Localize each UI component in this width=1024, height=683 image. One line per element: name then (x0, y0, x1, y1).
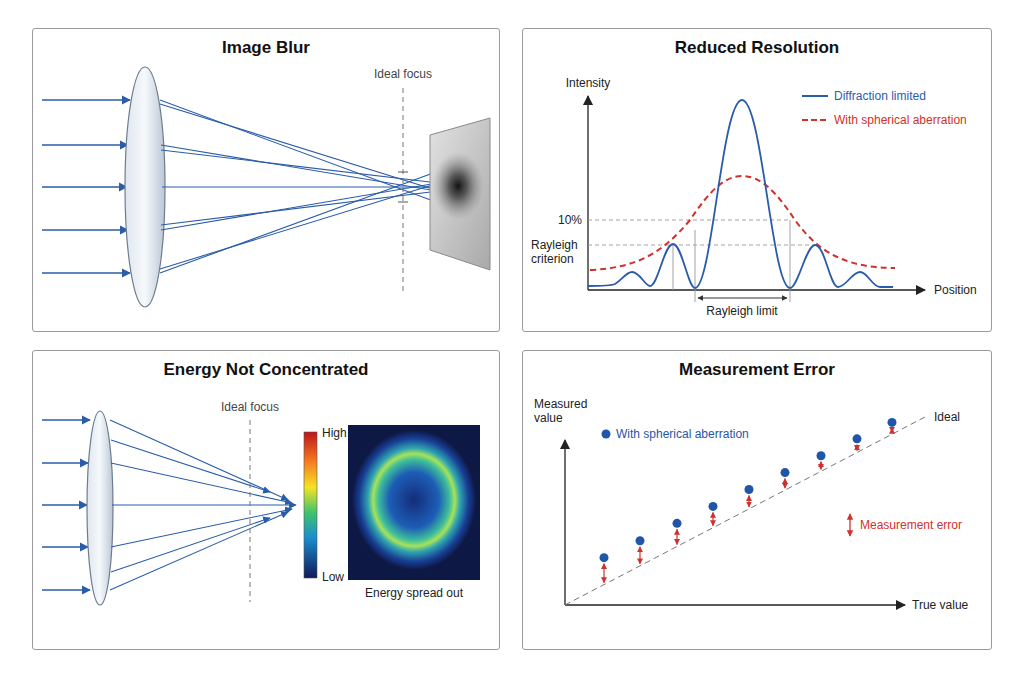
error-arrow (820, 462, 821, 470)
guide-line (695, 230, 696, 302)
ray (111, 463, 292, 503)
focus-label: Ideal focus (363, 67, 443, 81)
energy-ring (352, 430, 476, 570)
incoming-ray (42, 229, 128, 230)
error-arrow (712, 512, 713, 525)
lens (125, 67, 165, 307)
panel: Reduced Resolution (522, 28, 992, 332)
line-label: Ideal (934, 410, 984, 424)
error-arrow (891, 428, 892, 432)
incoming-ray (42, 186, 127, 187)
incoming-ray (42, 546, 88, 547)
legend-text: With spherical aberration (834, 113, 967, 127)
ray (160, 178, 455, 269)
y-axis (587, 96, 588, 290)
x-axis (588, 289, 925, 290)
data-point (636, 536, 645, 545)
y-axis (564, 440, 565, 605)
error-arrow (748, 496, 749, 507)
data-point (673, 519, 682, 528)
aberrated-curve (590, 176, 895, 270)
heatmap-ground (348, 425, 480, 580)
screen (430, 118, 490, 270)
ray (161, 150, 455, 185)
level-label: 10% (540, 213, 582, 227)
ray (161, 145, 455, 194)
ideal-line (565, 417, 925, 605)
axis-label: Measured value (534, 397, 594, 425)
error-arrow (784, 479, 785, 489)
guide-line (673, 244, 674, 290)
axis-label: True value (912, 598, 984, 612)
focus-tick (398, 172, 408, 173)
data-point (781, 468, 790, 477)
legend-text: With spherical aberration (616, 427, 749, 441)
legend-error-arrow (849, 514, 850, 536)
diffraction-curve (588, 100, 893, 288)
scale-label: High (322, 426, 362, 440)
ray (110, 512, 288, 590)
legend-sample-line (802, 95, 828, 97)
data-point (600, 553, 609, 562)
incoming-ray (42, 272, 130, 273)
legend-text: Measurement error (860, 518, 962, 532)
ray (110, 420, 288, 500)
data-point (709, 502, 718, 511)
image-blur-figure (42, 100, 130, 273)
refracted-rays (160, 100, 455, 273)
ideal-focus-line (403, 88, 404, 292)
ray (161, 189, 455, 225)
dimension-label: Rayleigh limit (692, 304, 792, 318)
incoming-ray (42, 504, 87, 505)
panel-title: Energy Not Concentrated (33, 351, 499, 380)
legend-sample-dashed (802, 119, 828, 121)
data-point (817, 451, 826, 460)
data-point (745, 485, 754, 494)
focus-tick (398, 202, 408, 203)
ray (111, 518, 270, 572)
incoming-ray (42, 589, 90, 590)
caption-label: Energy spread out (354, 586, 474, 600)
error-arrow (856, 445, 857, 451)
error-arrow (603, 564, 604, 583)
color-bar (304, 432, 317, 578)
legend-text: Diffraction limited (834, 89, 926, 103)
focus-label: Ideal focus (205, 400, 295, 414)
panel-title: Measurement Error (523, 351, 991, 380)
ray (111, 440, 270, 492)
lens (87, 411, 113, 605)
axis-label: Position (934, 283, 988, 297)
ray (112, 504, 296, 505)
incoming-ray (42, 99, 130, 100)
x-axis (565, 604, 905, 605)
blur-spot (432, 152, 484, 220)
panel: Energy Not Concentrated (32, 350, 500, 650)
refracted-rays (110, 420, 296, 590)
incoming-ray (42, 144, 128, 145)
legend-dot (602, 430, 611, 439)
ideal-focus-line (250, 420, 251, 602)
axis-label: Intensity (558, 76, 618, 90)
data-points (600, 418, 897, 562)
error-arrow (676, 529, 677, 544)
incoming-rays (42, 420, 90, 590)
error-arrows (604, 428, 892, 582)
scale-label: Low (322, 570, 362, 584)
panel-title: Reduced Resolution (523, 29, 991, 58)
level-label: Rayleigh criterion (531, 238, 586, 266)
data-point (853, 434, 862, 443)
rayleigh-limit-arrow (698, 298, 787, 299)
error-arrow (639, 547, 640, 564)
ray (160, 104, 455, 196)
rayleigh-criterion-line (588, 245, 815, 246)
ray (161, 180, 455, 230)
panel-title: Image Blur (33, 29, 499, 58)
data-point (888, 418, 897, 427)
guide-line (790, 220, 791, 302)
incoming-ray (42, 419, 90, 420)
incoming-ray (42, 462, 88, 463)
ray (160, 165, 455, 273)
ray (160, 100, 455, 209)
